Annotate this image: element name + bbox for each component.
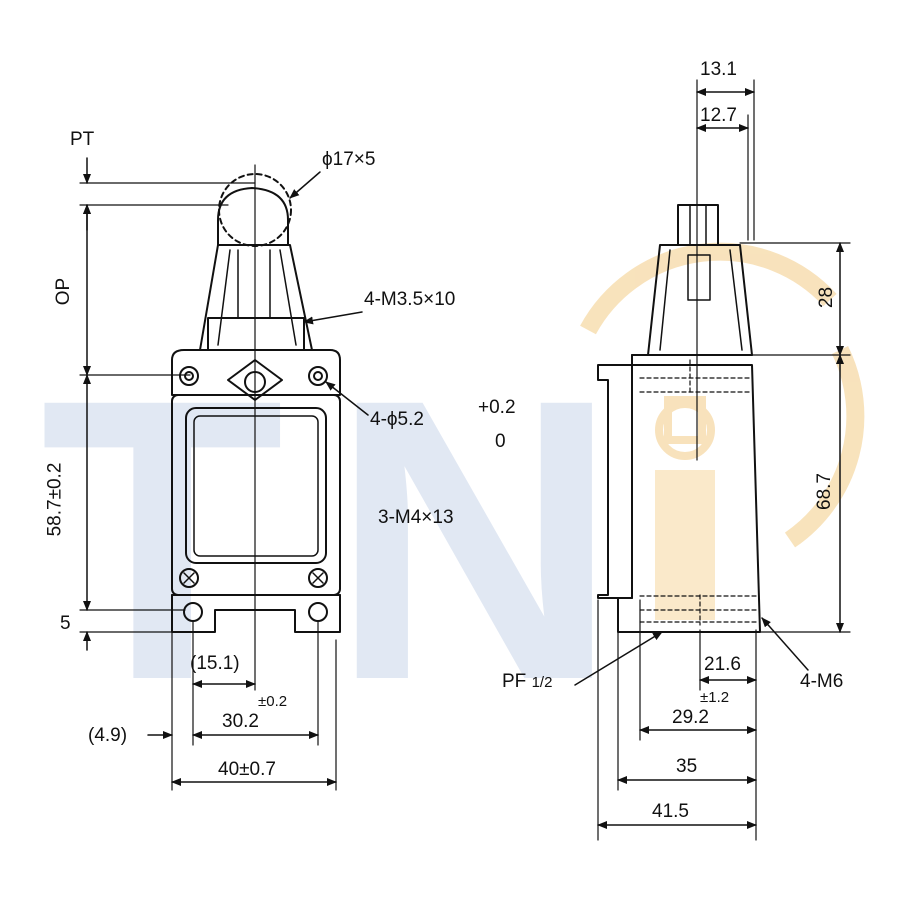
roller [217, 187, 289, 246]
label-head-height: 28 [816, 286, 838, 309]
label-conduit: PF 1/2 [502, 672, 552, 691]
label-offset: (4.9) [88, 725, 128, 746]
front-view [79, 157, 369, 791]
label-height: 58.7±0.2 [44, 462, 66, 537]
label-d35: 35 [676, 756, 698, 777]
switch-body [171, 394, 341, 596]
label-d216: 21.6 [704, 654, 741, 675]
side-view [574, 79, 851, 841]
label-tol-plus: +0.2 [478, 397, 516, 418]
label-conduit-pf: PF [502, 671, 527, 692]
lever-head [199, 244, 313, 351]
label-roller-dia: ϕ17×5 [322, 149, 376, 170]
label-spacing: 30.2 [222, 711, 259, 732]
label-tol-zero: 0 [495, 431, 506, 452]
label-tol-02: ±0.2 [258, 693, 288, 710]
label-op: OP [53, 277, 75, 306]
watermark-lamp-logo [580, 242, 865, 620]
label-top-outer: 13.1 [700, 59, 737, 80]
label-d415: 41.5 [652, 801, 689, 822]
label-hole-dia: 4-ϕ5.2 [370, 409, 424, 430]
label-pt: PT [70, 129, 95, 150]
label-screw-m35: 4-M3.5×10 [364, 289, 456, 310]
label-m6: 4-M6 [800, 671, 844, 692]
watermark-letter-n: N [330, 316, 619, 763]
side-body [597, 364, 761, 633]
label-body-height: 68.7 [813, 473, 835, 510]
label-top-inner: 12.7 [700, 105, 737, 126]
label-base: 5 [60, 613, 71, 634]
label-half-width: (15.1) [190, 653, 240, 674]
label-screw-m4: 3-M4×13 [378, 507, 454, 528]
label-conduit-fraction: 1/2 [531, 674, 553, 691]
watermark-letter-t: T [40, 316, 285, 763]
label-tol-12: ±1.2 [700, 689, 730, 706]
label-d292: 29.2 [672, 707, 709, 728]
top-flange [171, 349, 341, 396]
label-width: 40±0.7 [218, 759, 276, 780]
